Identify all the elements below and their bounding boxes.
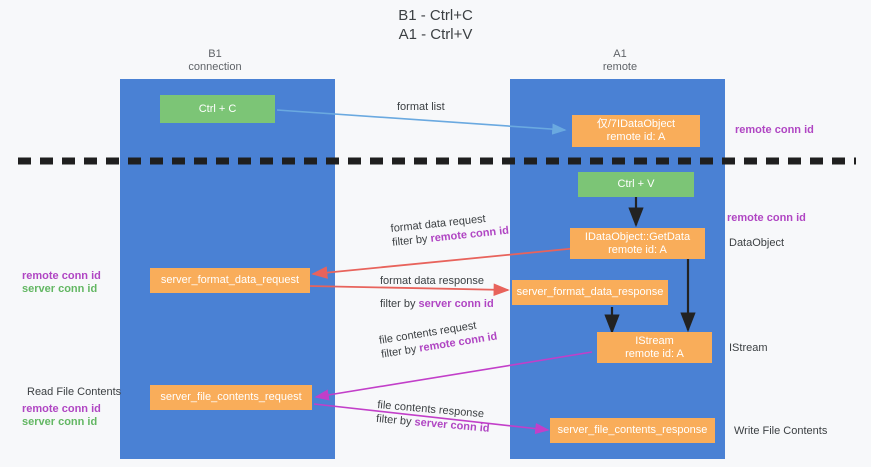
filter-prefix: filter by <box>380 298 419 310</box>
arrow-label-file-contents-request-group: file contents request filter by remote c… <box>378 316 498 362</box>
box-server-file-contents-request[interactable]: server_file_contents_request <box>150 385 312 410</box>
box-getdata-title: IDataObject::GetData <box>584 230 691 243</box>
column-header-a1-sub: remote <box>602 61 638 73</box>
arrow-label-format-data-response: format data response <box>380 275 484 287</box>
box-idataobject[interactable]: 仅/7IDataObject remote id: A <box>572 115 700 147</box>
column-header-b1: B1 connection <box>160 48 270 74</box>
right-label-remote-conn-id-mid: remote conn id <box>727 212 806 224</box>
arrow-label-format-list: format list <box>397 101 445 113</box>
arrow-label-format-data-response-filter: filter by server conn id <box>380 297 494 311</box>
left-label-remote-conn-id-2: remote conn id <box>22 403 101 415</box>
box-server-format-data-request-label: server_format_data_request <box>160 274 300 286</box>
arrow-label-format-data-response-group: format data response filter by server co… <box>380 274 494 311</box>
filter-key-server-conn-id: server conn id <box>418 298 494 310</box>
page-title: B1 - Ctrl+C A1 - Ctrl+V <box>0 6 871 44</box>
title-line-1: B1 - Ctrl+C <box>398 7 473 24</box>
box-getdata-sub: remote id: A <box>608 243 667 256</box>
left-label-server-conn-id-2: server conn id <box>22 416 98 428</box>
column-header-b1-name: B1 <box>208 48 222 60</box>
box-idataobject-sub: remote id: A <box>606 131 666 143</box>
right-label-write-file-contents: Write File Contents <box>734 425 828 437</box>
column-header-a1-name: A1 <box>613 48 627 60</box>
box-ctrl-c-label: Ctrl + C <box>198 102 237 115</box>
box-server-file-contents-response-label: server_file_contents_response <box>557 424 708 436</box>
column-header-b1-sub: connection <box>188 61 242 73</box>
arrow-label-format-data-request-group: format data request filter by remote con… <box>390 210 510 250</box>
right-label-dataobject: DataObject <box>729 237 785 249</box>
box-idataobject-getdata[interactable]: IDataObject::GetData remote id: A <box>570 228 705 259</box>
box-server-format-data-response-label: server_format_data_response <box>516 286 664 298</box>
box-istream[interactable]: IStream remote id: A <box>597 332 712 363</box>
box-istream-title: IStream <box>635 334 674 347</box>
box-server-format-data-response[interactable]: server_format_data_response <box>512 280 668 305</box>
left-label-remote-conn-id-1: remote conn id <box>22 270 101 282</box>
box-server-file-contents-response[interactable]: server_file_contents_response <box>550 418 715 443</box>
box-ctrl-v-label: Ctrl + V <box>617 178 655 190</box>
title-line-2: A1 - Ctrl+V <box>398 26 473 43</box>
box-ctrl-c[interactable]: Ctrl + C <box>160 95 275 123</box>
filter-prefix: filter by <box>375 412 416 429</box>
box-idataobject-title: 仅/7IDataObject <box>596 118 676 130</box>
left-label-read-file-contents: Read File Contents <box>27 386 122 398</box>
arrow-label-file-contents-response-group: file contents response filter by server … <box>376 398 492 436</box>
column-header-a1: A1 remote <box>565 48 675 74</box>
box-ctrl-v[interactable]: Ctrl + V <box>578 172 694 197</box>
right-label-istream: IStream <box>729 342 768 354</box>
filter-prefix: filter by <box>391 232 432 249</box>
left-label-server-conn-id-1: server conn id <box>22 283 98 295</box>
right-label-remote-conn-id-top: remote conn id <box>735 124 814 136</box>
box-istream-sub: remote id: A <box>625 347 684 360</box>
box-server-format-data-request[interactable]: server_format_data_request <box>150 268 310 293</box>
box-server-file-contents-request-label: server_file_contents_request <box>160 391 302 403</box>
